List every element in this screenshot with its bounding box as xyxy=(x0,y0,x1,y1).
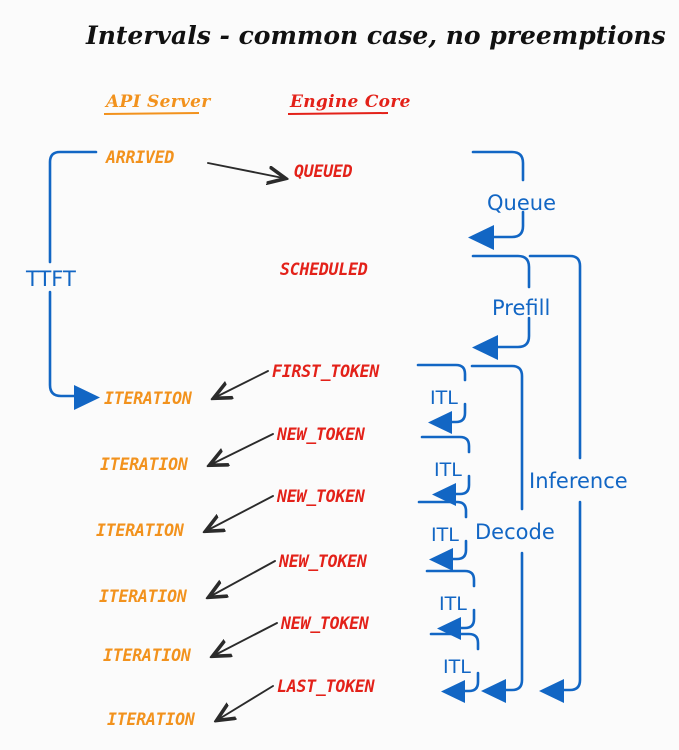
interval-itl: ITL xyxy=(425,569,476,640)
state-iteration: ITERATION xyxy=(107,710,196,729)
interval-inference: Inference xyxy=(528,254,628,703)
state-new-token: NEW_TOKEN xyxy=(278,552,368,571)
arrow-arrived-to-queued xyxy=(207,162,283,178)
state-new-token: NEW_TOKEN xyxy=(280,614,370,633)
interval-itl-label: ITL xyxy=(443,656,471,678)
interval-itl-label: ITL xyxy=(439,593,467,615)
interval-ttft: TTFT xyxy=(25,150,100,410)
interval-itl-label: ITL xyxy=(431,524,459,546)
arrowhead-inference xyxy=(539,679,564,703)
state-iteration: ITERATION xyxy=(99,587,188,606)
arrow-new-token-to-iteration xyxy=(208,495,274,530)
arrow-new-token-to-iteration xyxy=(212,433,274,464)
interval-prefill-label: Prefill xyxy=(492,296,550,320)
arrow-first-token-to-iteration xyxy=(216,370,269,397)
interval-prefill: Prefill xyxy=(471,254,550,360)
state-first-token: FIRST_TOKEN xyxy=(272,362,380,381)
interval-decode-label: Decode xyxy=(475,520,555,544)
interval-ttft-label: TTFT xyxy=(25,267,76,291)
state-iteration: ITERATION xyxy=(96,521,185,540)
page-title: Intervals - common case, no preemptions xyxy=(85,21,666,50)
interval-itl: ITL xyxy=(416,363,467,434)
state-scheduled: SCHEDULED xyxy=(280,260,368,279)
column-header-engine-core-label: Engine Core xyxy=(289,92,411,112)
interval-itl: ITL xyxy=(429,632,480,703)
arrowhead-itl xyxy=(432,483,456,506)
column-header-api-server: API Server xyxy=(103,92,211,115)
arrowhead-itl xyxy=(437,617,461,640)
arrowhead-queue xyxy=(468,225,494,250)
interval-decode: Decode xyxy=(470,364,555,703)
interval-queue: Queue xyxy=(468,150,556,250)
arrowhead-ttft xyxy=(74,385,100,410)
column-header-engine-core: Engine Core xyxy=(287,92,411,115)
interval-inference-label: Inference xyxy=(529,469,628,493)
state-new-token: NEW_TOKEN xyxy=(276,425,366,444)
state-queued: QUEUED xyxy=(294,162,353,181)
state-iteration: ITERATION xyxy=(103,646,192,665)
arrowhead-itl xyxy=(428,411,452,434)
state-new-token: NEW_TOKEN xyxy=(276,487,366,506)
arrowhead-itl xyxy=(441,680,465,703)
state-arrived: ARRIVED xyxy=(105,148,174,167)
interval-itl-label: ITL xyxy=(430,387,458,409)
arrowhead-decode xyxy=(481,679,506,703)
arrow-new-token-to-iteration xyxy=(211,560,276,596)
state-last-token: LAST_TOKEN xyxy=(277,677,376,696)
column-header-api-server-label: API Server xyxy=(104,92,211,112)
interval-itl: ITL xyxy=(417,500,468,571)
state-iteration: ITERATION xyxy=(104,389,193,408)
arrowhead-itl xyxy=(429,548,453,571)
arrowhead-prefill xyxy=(472,335,498,360)
arrow-new-token-to-iteration xyxy=(215,622,278,655)
state-iteration: ITERATION xyxy=(100,455,189,474)
interval-itl-label: ITL xyxy=(434,459,462,481)
interval-queue-label: Queue xyxy=(487,191,556,215)
interval-itl: ITL xyxy=(420,435,471,506)
arrow-last-token-to-iteration xyxy=(219,685,274,719)
